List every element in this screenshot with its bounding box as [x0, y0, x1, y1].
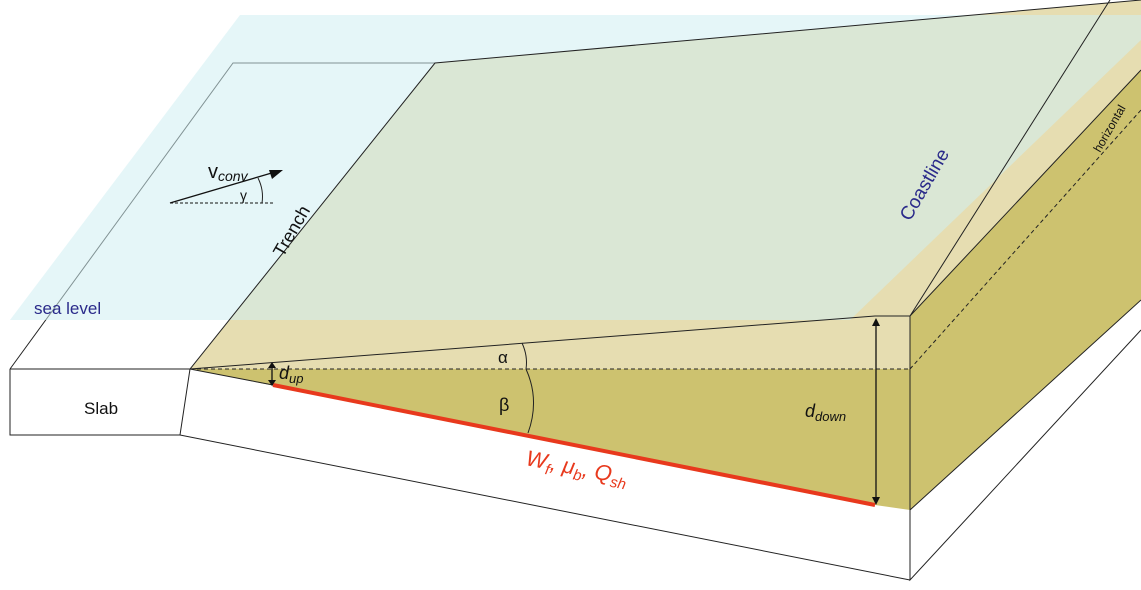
fault-Q-sub: sh [609, 474, 628, 494]
gamma-label: γ [240, 187, 247, 203]
d-up-arrowhead-top [268, 362, 276, 368]
convergence-arrowhead [269, 170, 283, 179]
gamma-arc [257, 177, 263, 204]
slab-top-line [189, 368, 274, 386]
fault-mu-sub: b [572, 467, 583, 485]
d-down-main: d [805, 401, 816, 421]
d-down-arrowhead-top [872, 318, 880, 326]
d-up-label: dup [279, 363, 303, 386]
slab-label: Slab [84, 399, 118, 418]
convergence-arrow [169, 171, 276, 204]
sea-level-label: sea level [34, 299, 101, 318]
fault-W-sub: f [544, 461, 553, 479]
alpha-label: α [498, 348, 508, 367]
fault-sep1: , μ [549, 450, 578, 479]
beta-label: β [499, 395, 509, 415]
horizontal-dashed-line-right [909, 109, 1141, 370]
sea-level-plane [10, 15, 1141, 320]
fault-parameters-label: Wf, μb, Qsh [523, 445, 629, 493]
fault-line [272, 383, 876, 507]
vconv-label: vconv [208, 161, 249, 184]
wedge-right-face [910, 70, 1141, 510]
slab-outline [9, 368, 911, 581]
vconv-sub: conv [218, 168, 249, 184]
slab-right-outline [909, 299, 1141, 582]
vconv-main: v [208, 161, 218, 183]
slab-right-face [910, 300, 1141, 580]
d-up-arrowhead-bottom [268, 380, 276, 386]
beta-arc [525, 368, 535, 434]
wedge-edges [189, 0, 1141, 510]
d-down-label: ddown [805, 401, 846, 424]
d-up-main: d [279, 363, 290, 383]
d-up-sub: up [289, 371, 303, 386]
alpha-arc [521, 342, 527, 370]
d-down-arrowhead-bottom [872, 497, 880, 505]
fault-sep2: , Q [581, 456, 615, 486]
d-down-sub: down [815, 409, 846, 424]
wedge-cross-section-upper [190, 316, 910, 369]
